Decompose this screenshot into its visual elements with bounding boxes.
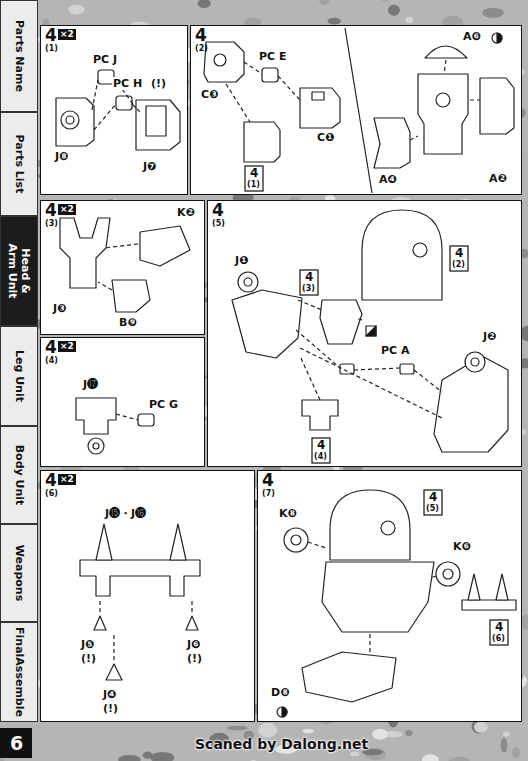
step-panel: 4(4)×2 [40, 337, 205, 467]
part-number: PC E [258, 50, 287, 63]
step-number: 4 [212, 202, 224, 219]
step-reference: 4 [316, 439, 326, 452]
step-reference: (2) [451, 260, 466, 269]
step-panel: 4(1)×2 [40, 25, 188, 195]
part-number: C❸ [200, 88, 219, 101]
step-reference: 4 [304, 271, 314, 284]
tab-label: Weapons [13, 545, 26, 601]
tab-label: Parts List [13, 135, 26, 194]
step-substep: (2) [195, 45, 208, 53]
step-substep: (1) [45, 45, 58, 53]
watermark: Scaned by Dalong.net [194, 735, 369, 753]
page-number: 6 [9, 731, 24, 755]
step-number: 4 [45, 472, 57, 489]
part-number: PC A [380, 344, 410, 357]
section-tab: FinalAssemble [0, 622, 38, 722]
step-substep: (4) [45, 357, 58, 365]
step-substep: (5) [212, 220, 225, 228]
part-number: J⓯・J⓰ [104, 507, 147, 520]
step-reference: (3) [301, 284, 316, 293]
part-number: J❷ [482, 330, 497, 343]
part-number: K❻ [452, 540, 472, 553]
step-reference-box [424, 490, 442, 515]
quantity-badge: ×2 [58, 204, 76, 215]
part-number: C❶ [316, 131, 335, 144]
tab-label: Parts Name [13, 20, 26, 92]
step-number: 4 [195, 27, 207, 44]
part-number: B❾ [118, 316, 138, 329]
section-tab: Parts Name [0, 0, 38, 112]
step-number: 4 [45, 339, 57, 356]
section-tab: Parts List [0, 112, 38, 216]
part-number: A❻ [462, 30, 482, 43]
step-substep: (7) [262, 490, 275, 498]
part-number: D❽ [270, 686, 290, 699]
step-reference: (6) [491, 634, 506, 643]
section-tab: Weapons [0, 524, 38, 622]
caution-mark: (!) [102, 702, 119, 715]
quantity-badge: ×2 [58, 341, 76, 352]
tab-label: Head & Arm Unit [6, 239, 32, 303]
part-number: J⓱ [82, 378, 99, 391]
step-reference: 4 [428, 491, 438, 504]
step-substep: (6) [45, 490, 58, 498]
part-number: J❶ [234, 254, 249, 267]
step-number: 4 [45, 27, 57, 44]
step-panel: 4(6)×2 [40, 470, 255, 722]
step-panel: 4(5) [207, 200, 522, 467]
step-substep: (3) [45, 220, 58, 228]
part-number: PC J [92, 53, 118, 66]
caution-mark: (!) [186, 652, 203, 665]
step-reference: (1) [246, 180, 261, 189]
step-reference: (5) [425, 504, 440, 513]
tab-label: FinalAssemble [13, 627, 26, 717]
part-number: A❷ [488, 172, 508, 185]
part-number: K❽ [278, 507, 298, 520]
part-number: J❽ [54, 150, 69, 163]
part-number: PC H [112, 77, 143, 90]
step-number: 4 [262, 472, 274, 489]
part-number: A❹ [378, 173, 398, 186]
step-number: 4 [45, 202, 57, 219]
part-number: J❸ [52, 302, 67, 315]
step-reference-box [450, 246, 468, 271]
step-reference: 4 [454, 247, 464, 260]
caution-mark: (!) [150, 77, 167, 90]
part-number: J❹ [102, 688, 117, 701]
step-reference-box [300, 270, 318, 295]
step-panel: 4(2) [190, 25, 522, 195]
section-tab: Head & Arm Unit [0, 216, 38, 326]
caution-mark: (!) [80, 652, 97, 665]
part-number: K❷ [176, 206, 196, 219]
step-reference: 4 [494, 621, 504, 634]
part-number: PC G [148, 398, 179, 411]
quantity-badge: ×2 [58, 474, 76, 485]
step-reference: (4) [313, 452, 328, 461]
section-tab: Leg Unit [0, 326, 38, 426]
step-reference-box [312, 438, 330, 463]
tab-label: Leg Unit [13, 350, 26, 402]
part-number: J❻ [186, 638, 201, 651]
step-reference-box [245, 166, 263, 191]
part-number: J❺ [80, 638, 95, 651]
part-number: J❼ [142, 160, 157, 173]
section-tab: Body Unit [0, 426, 38, 524]
quantity-badge: ×2 [58, 29, 76, 40]
tab-label: Body Unit [13, 445, 26, 506]
step-reference: 4 [249, 167, 259, 180]
step-reference-box [490, 620, 508, 645]
